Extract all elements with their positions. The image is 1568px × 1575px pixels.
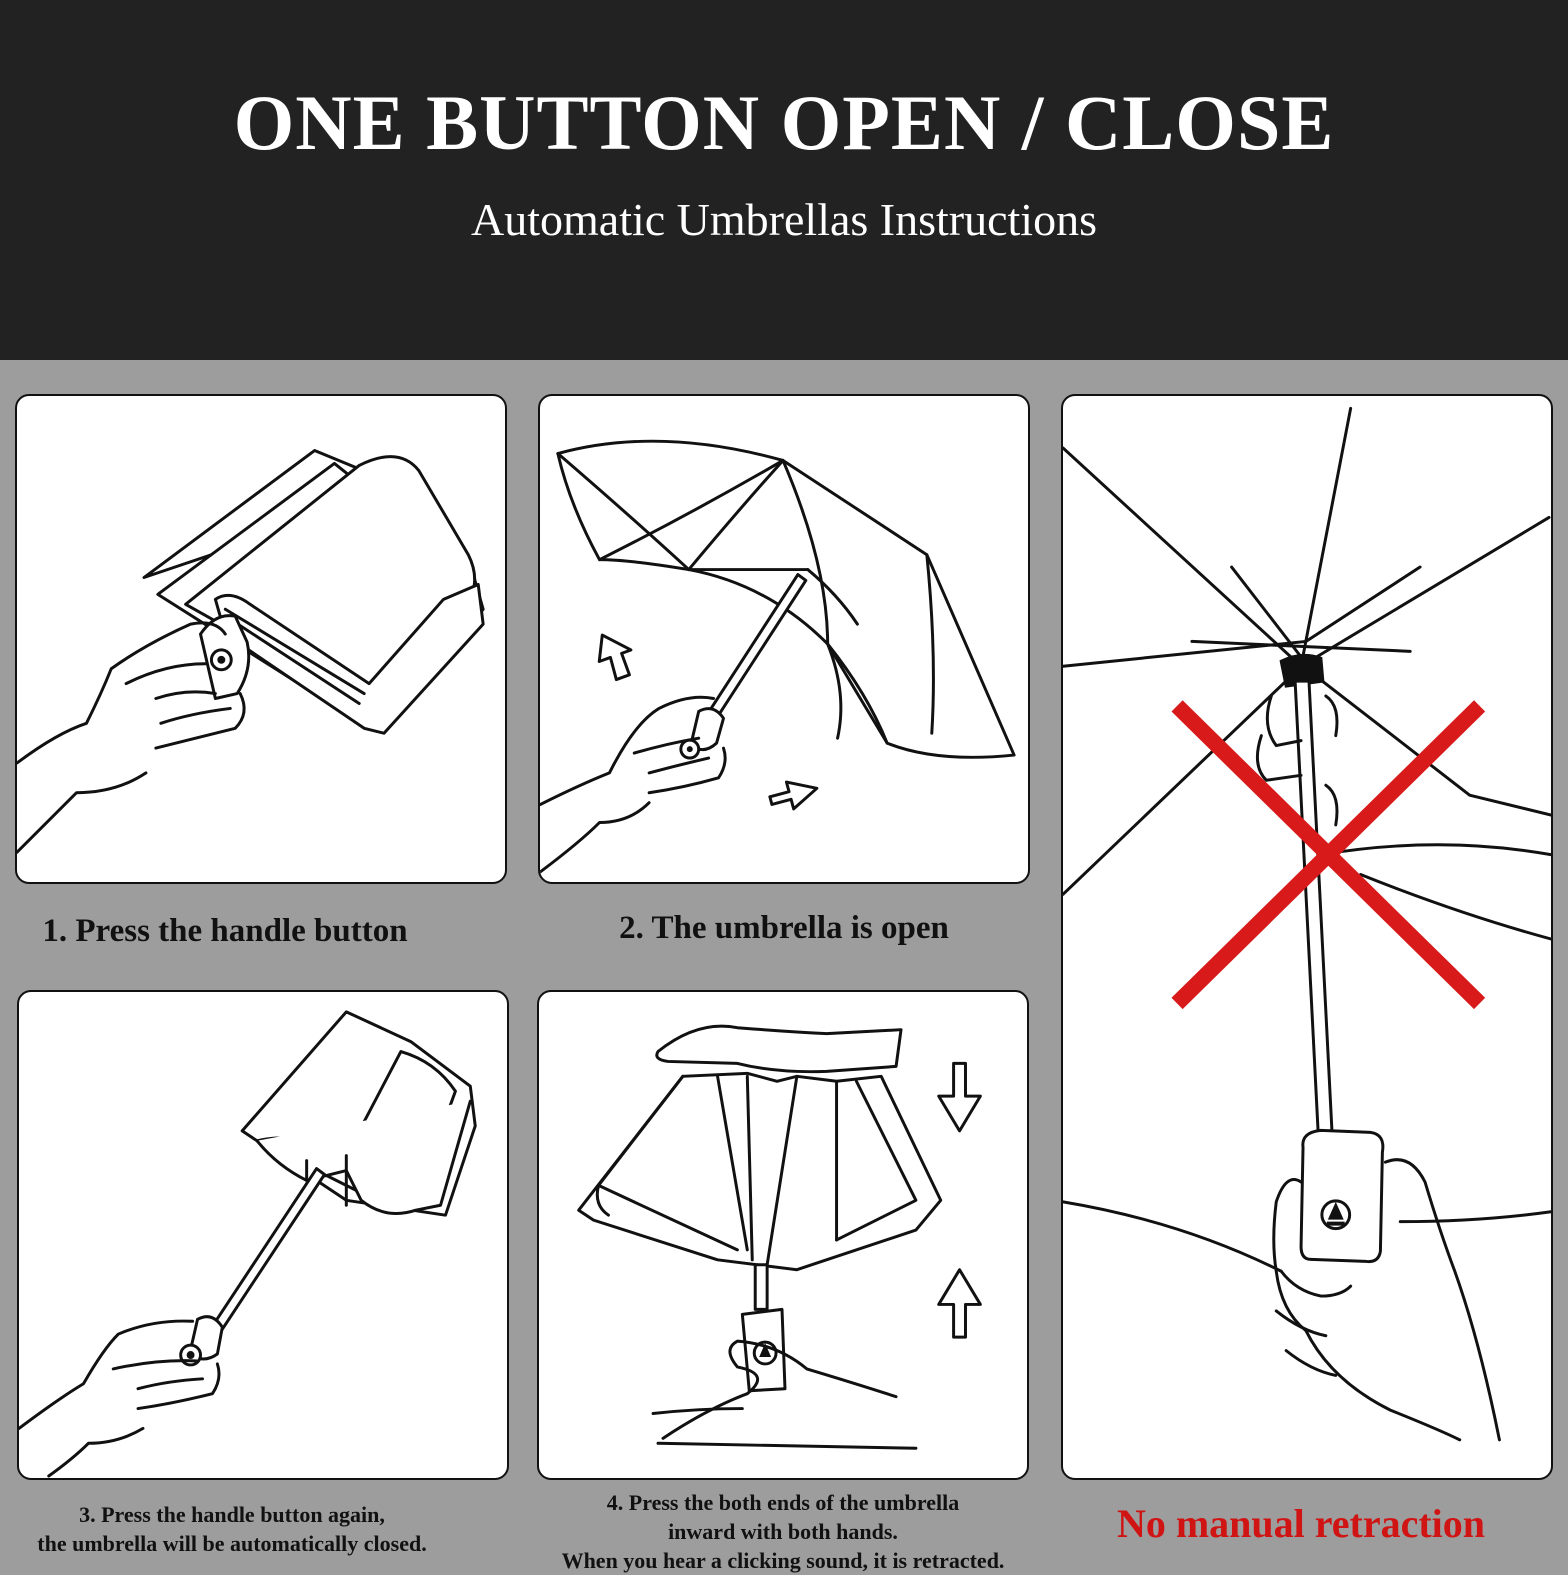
retracting-umbrella-hands-illustration xyxy=(577,1024,982,1450)
step-2-caption: 2. The umbrella is open xyxy=(619,910,949,946)
step-4-illustration xyxy=(537,990,1029,1480)
step-3-illustration xyxy=(17,990,509,1480)
no-manual-retraction-illustration xyxy=(1063,406,1551,1442)
step-4-caption: 4. Press the both ends of the umbrella i… xyxy=(537,1488,1029,1575)
step-2-illustration xyxy=(538,394,1030,884)
warning-caption: No manual retraction xyxy=(1116,1501,1486,1546)
step-3-caption: 3. Press the handle button again, the um… xyxy=(17,1500,447,1558)
warning-illustration xyxy=(1061,394,1553,1480)
step-1-illustration xyxy=(15,394,507,884)
page-title: ONE BUTTON OPEN / CLOSE xyxy=(233,79,1335,166)
step-3-caption-line-2: the umbrella will be automatically close… xyxy=(37,1531,427,1556)
step-1-caption: 1. Press the handle button xyxy=(42,913,408,949)
step-3-caption-line-1: 3. Press the handle button again, xyxy=(79,1502,385,1527)
step-4-caption-line-1: 4. Press the both ends of the umbrella xyxy=(606,1490,960,1515)
header-banner: ONE BUTTON OPEN / CLOSE Automatic Umbrel… xyxy=(0,0,1568,360)
closed-umbrella-hand-illustration xyxy=(17,449,485,854)
step-4-caption-line-3: When you hear a clicking sound, it is re… xyxy=(561,1548,1005,1573)
closing-umbrella-hand-illustration xyxy=(19,1010,477,1478)
page-subtitle: Automatic Umbrellas Instructions xyxy=(471,194,1097,245)
open-umbrella-hand-illustration xyxy=(540,439,1016,874)
step-4-caption-line-2: inward with both hands. xyxy=(668,1519,898,1544)
